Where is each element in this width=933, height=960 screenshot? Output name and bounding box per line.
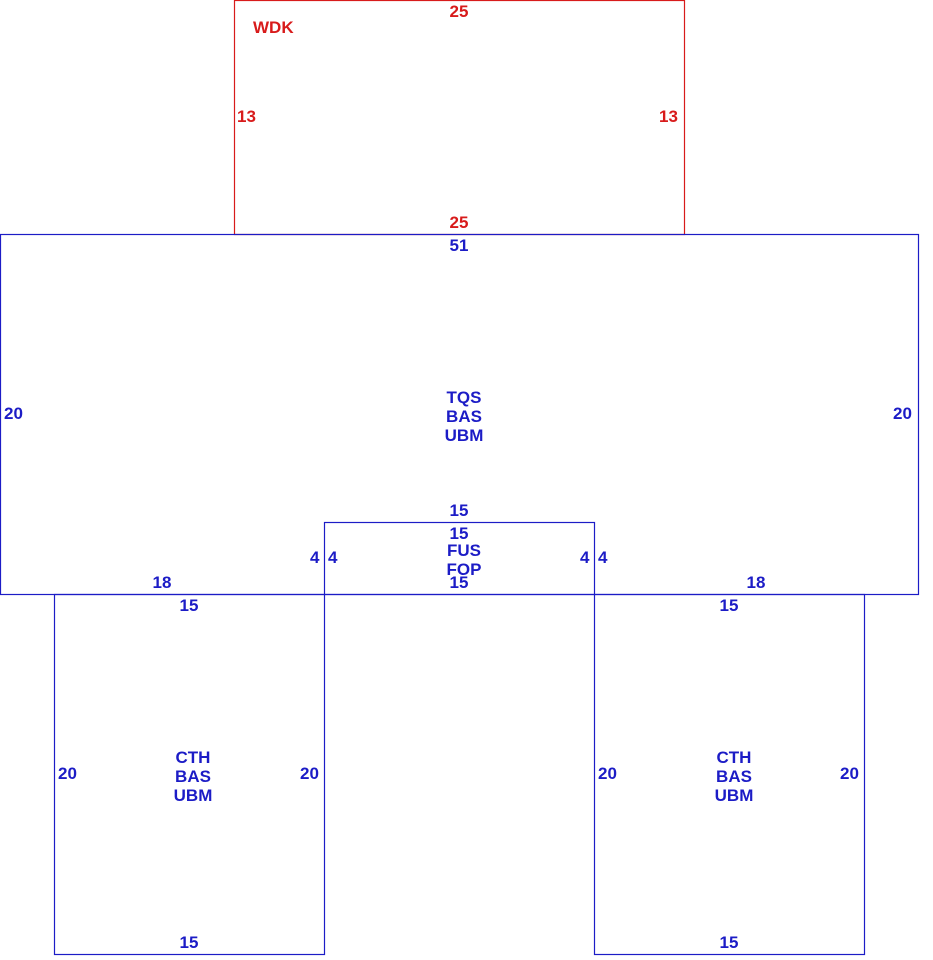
fus-code-2: FOP — [446, 560, 482, 579]
fus-area-outline[interactable] — [323, 521, 596, 596]
wdk-outline[interactable] — [233, 0, 686, 236]
main-code-1: TQS — [446, 388, 482, 407]
main-left-dimension: 20 — [4, 404, 23, 423]
main-top-dimension: 51 — [449, 236, 469, 255]
cth-left-codes: CTH BAS UBM — [174, 748, 213, 805]
wdk-bottom-dimension: 25 — [449, 213, 469, 232]
cth-left-code-3: UBM — [173, 786, 213, 805]
fus-area-codes: FUS FOP — [447, 541, 482, 579]
fus-top-outer-dimension: 15 — [449, 501, 469, 520]
cth-right-bottom-dimension: 15 — [719, 933, 739, 952]
fus-top-inner-dimension: 15 — [449, 524, 469, 543]
main-bottom-right-dimension: 18 — [746, 573, 766, 592]
fus-left-outer-dimension: 4 — [310, 548, 320, 567]
main-right-dimension: 20 — [893, 404, 912, 423]
cth-right-top-dimension: 15 — [719, 596, 739, 615]
wdk-right-dimension: 13 — [659, 107, 678, 126]
cth-left-bottom-dimension: 15 — [179, 933, 199, 952]
fus-right-inner-dimension: 4 — [580, 548, 590, 567]
cth-right-code-2: BAS — [716, 767, 752, 786]
main-bottom-left-dimension: 18 — [152, 573, 172, 592]
fus-right-outer-dimension: 4 — [598, 548, 608, 567]
wdk-code-label: WDK — [253, 18, 294, 37]
cth-right-outline[interactable] — [593, 593, 866, 956]
cth-left-left-dimension: 20 — [58, 764, 77, 783]
fus-bottom-dimension: 15 — [449, 573, 469, 592]
cth-right-right-dimension: 20 — [840, 764, 859, 783]
main-code-3: UBM — [444, 426, 484, 445]
cth-left-code-2: BAS — [175, 767, 211, 786]
wdk-top-dimension: 25 — [449, 2, 469, 21]
main-code-2: BAS — [446, 407, 482, 426]
cth-right-code-1: CTH — [716, 748, 752, 767]
wdk-left-dimension: 13 — [237, 107, 256, 126]
cth-left-outline[interactable] — [53, 593, 326, 956]
cth-right-code-3: UBM — [714, 786, 754, 805]
main-area-codes: TQS BAS UBM — [445, 388, 484, 445]
cth-left-right-dimension: 20 — [300, 764, 319, 783]
cth-right-left-dimension: 20 — [598, 764, 617, 783]
cth-left-top-dimension: 15 — [179, 596, 199, 615]
fus-code-1: FUS — [446, 541, 481, 560]
cth-left-code-1: CTH — [175, 748, 211, 767]
cth-right-codes: CTH BAS UBM — [715, 748, 754, 805]
fus-left-inner-dimension: 4 — [328, 548, 338, 567]
